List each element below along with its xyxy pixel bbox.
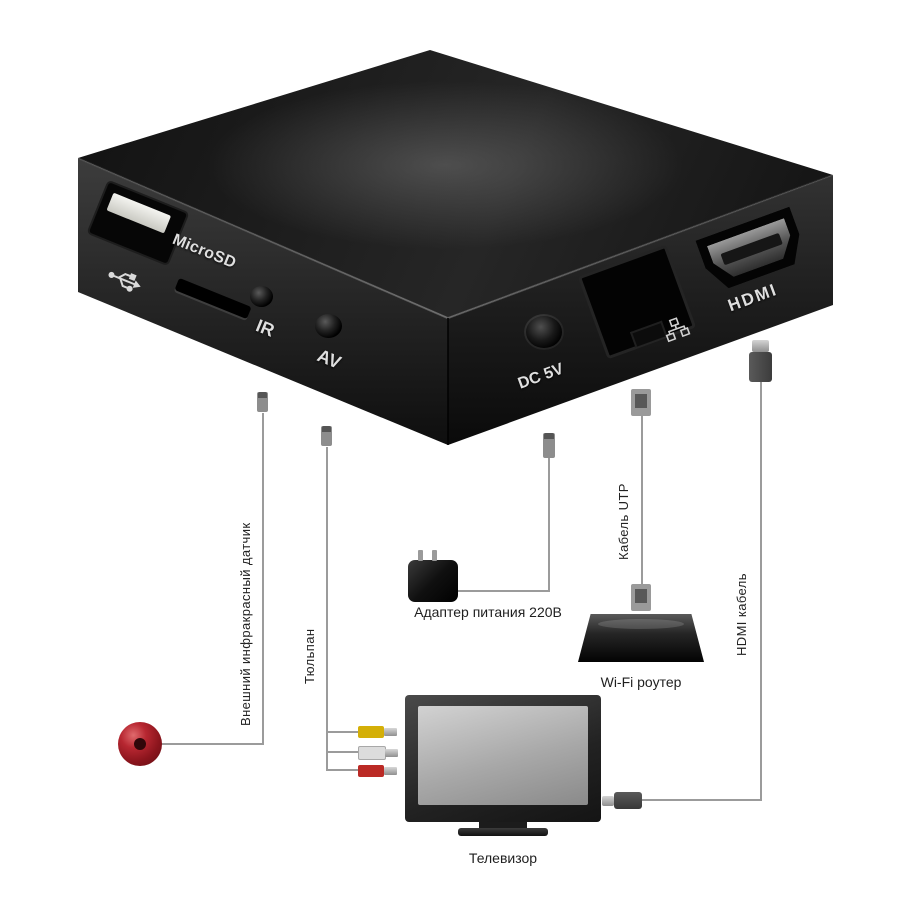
power-barrel-plug	[543, 433, 555, 458]
wifi-router-sheen	[598, 619, 684, 629]
av-cable-branch-1	[326, 731, 360, 733]
rj45-connector-bottom-inner	[635, 589, 647, 603]
device-corner-edge	[447, 318, 449, 445]
power-cable-vertical	[548, 458, 550, 592]
dc-power-jack	[524, 314, 564, 350]
av-cable-branch-2	[326, 751, 360, 753]
hdmi-plug-device-body	[749, 352, 772, 382]
power-cable-horizontal	[456, 590, 550, 592]
rj45-connector-bottom	[631, 584, 651, 611]
hdmi-cable-vertical	[760, 380, 762, 801]
rj45-connector-top	[631, 389, 651, 416]
hdmi-plug-device-tip	[752, 340, 769, 352]
rca-plug-yellow	[358, 726, 397, 738]
av-cable-label: Тюльпан	[302, 628, 317, 684]
hdmi-plug-tv-body	[614, 792, 642, 809]
hdmi-cable-horizontal	[640, 799, 762, 801]
av-plug-tip	[322, 426, 331, 432]
hdmi-port-slot	[720, 233, 782, 265]
av-jack	[315, 314, 342, 338]
rca-plug-red-tip	[384, 767, 397, 775]
rj45-connector-top-inner	[635, 394, 647, 408]
utp-cable-line	[641, 415, 643, 586]
ir-cable-vertical	[262, 413, 264, 744]
tv-label: Телевизор	[468, 850, 538, 866]
ir-sensor-lens	[134, 738, 146, 750]
ethernet-network-icon	[661, 315, 691, 344]
power-adapter-prong	[432, 550, 437, 561]
power-adapter-prong	[418, 550, 423, 561]
rca-plug-white	[358, 746, 398, 760]
tv-screen	[418, 706, 588, 805]
av-cable-vertical	[326, 447, 328, 771]
ir-plug-tip	[258, 392, 267, 398]
wifi-router	[578, 614, 704, 662]
rca-plug-white-tip	[385, 749, 398, 757]
utp-cable-label: Кабель UTP	[616, 483, 631, 561]
ir-cable-horizontal	[158, 743, 264, 745]
ir-cable-plug	[257, 392, 268, 412]
rca-plug-red	[358, 765, 397, 777]
tv	[405, 695, 601, 822]
tv-stand-neck	[479, 822, 527, 829]
ir-sensor-label: Внешний инфракрасный датчик	[238, 522, 253, 726]
av-cable-plug	[321, 426, 332, 446]
power-adapter-label: Адаптер питания 220В	[414, 604, 562, 620]
ir-sensor	[118, 722, 162, 766]
hdmi-plug-tv-tip	[602, 796, 614, 806]
hdmi-cable-label: HDMI кабель	[734, 573, 749, 657]
rca-plug-yellow-tip	[384, 728, 397, 736]
ir-jack	[250, 286, 273, 307]
tv-stand-base	[458, 828, 548, 836]
power-plug-tip	[544, 433, 554, 439]
usb-icon	[103, 262, 145, 298]
wifi-router-label: Wi-Fi роутер	[600, 674, 682, 690]
av-cable-branch-3	[326, 769, 360, 771]
power-adapter	[408, 550, 458, 602]
